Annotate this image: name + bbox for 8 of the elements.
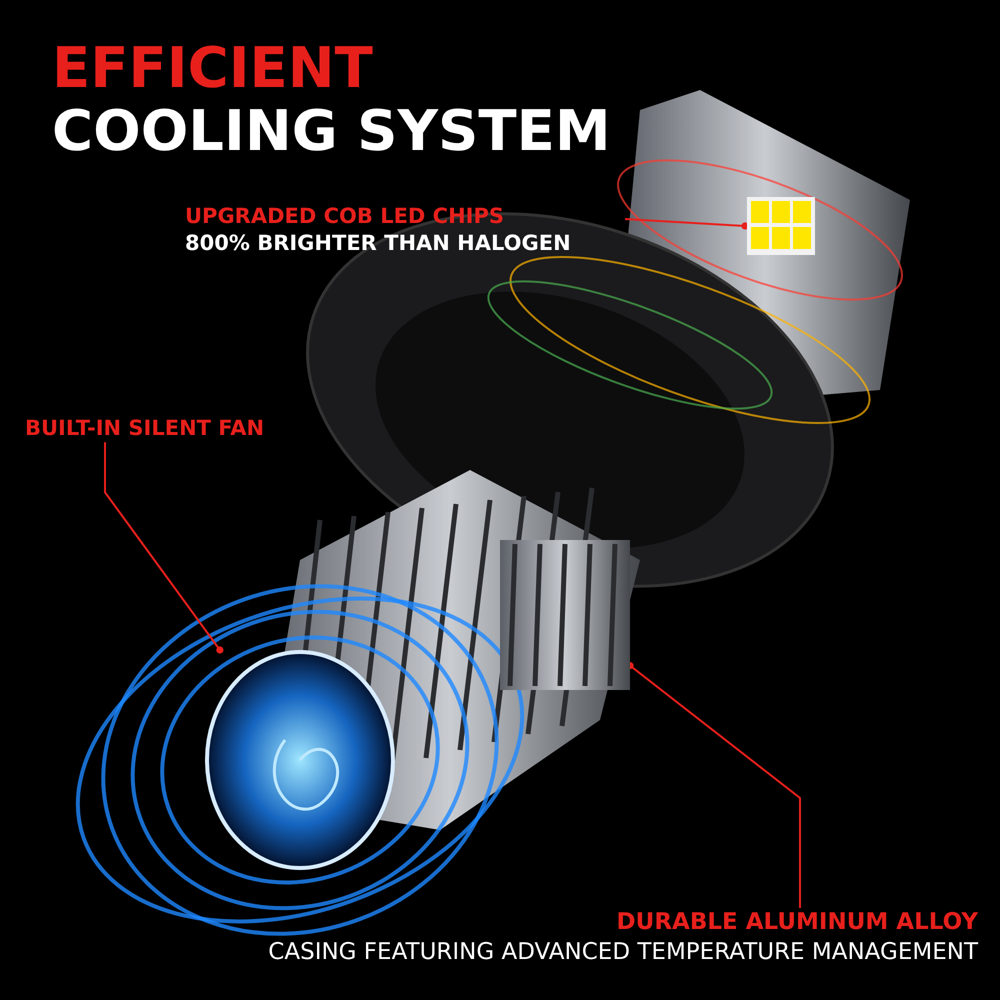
- leader-line: [104, 442, 224, 654]
- callout-heading: DURABLE ALUMINUM ALLOY: [616, 908, 978, 937]
- callout-heading: BUILT-IN SILENT FAN: [25, 415, 266, 442]
- leader-line: [624, 218, 749, 230]
- title: EFFICIENT COOLING SYSTEM: [52, 38, 612, 164]
- callout-text: 800% BRIGHTER THAN HALOGEN: [185, 230, 572, 258]
- callout-text: CASING FEATURING ADVANCED TEMPERATURE MANAGEMENT: [267, 938, 978, 967]
- callout-heading: UPGRADED COB LED CHIPS: [185, 203, 505, 230]
